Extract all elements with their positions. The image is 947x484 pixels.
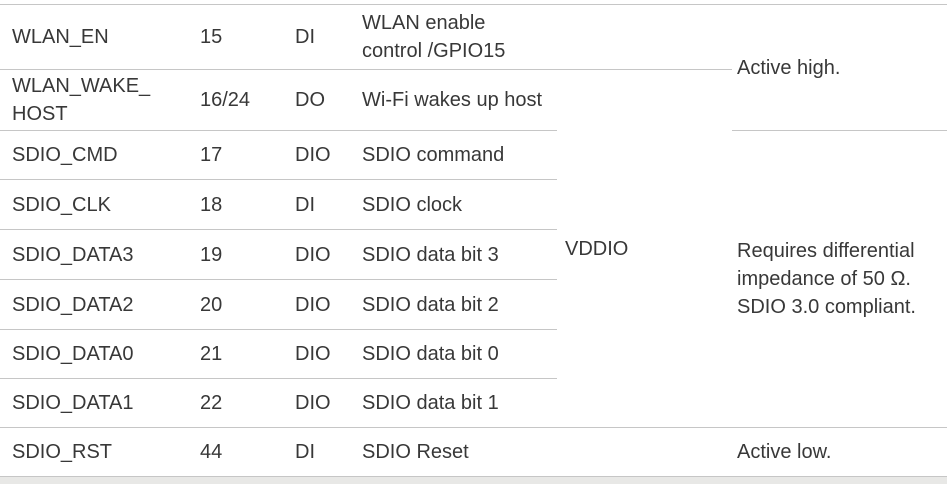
cell-pin-number: 21: [188, 329, 283, 379]
cell-pin-type: DO: [283, 69, 350, 131]
cell-pin-type: DIO: [283, 279, 350, 330]
table-row: WLAN_WAKE_ HOST 16/24 DO Wi-Fi wakes up …: [0, 69, 947, 428]
cell-pin-type: DIO: [283, 329, 350, 379]
cell-comment-sdio-requirements: Requires differential impedance of 50 Ω.…: [732, 130, 947, 428]
cell-description: SDIO clock: [350, 179, 557, 230]
table-row: WLAN_EN 15 DI WLAN enable control /GPIO1…: [0, 4, 947, 131]
cell-pin-type: DI: [283, 179, 350, 230]
cell-pin-type: DI: [283, 4, 350, 70]
cell-signal-name: SDIO_DATA0: [0, 329, 188, 379]
cell-signal-name: SDIO_CLK: [0, 179, 188, 230]
cell-pin-number: 17: [188, 130, 283, 180]
cell-signal-name: SDIO_DATA3: [0, 229, 188, 280]
cell-power-domain-vddio: VDDIO: [557, 69, 732, 428]
table-row: SDIO_CLK 18 DI SDIO clock: [0, 179, 947, 230]
cell-pin-type: DIO: [283, 378, 350, 428]
cell-signal-name: WLAN_WAKE_ HOST: [0, 69, 188, 131]
table-row: SDIO_DATA0 21 DIO SDIO data bit 0: [0, 329, 947, 379]
cell-signal-name: WLAN_EN: [0, 4, 188, 70]
cell-comment-active-high: Active high.: [732, 4, 947, 131]
cell-pin-number: 19: [188, 229, 283, 280]
cell-pin-number: 15: [188, 4, 283, 70]
cell-pin-type: DIO: [283, 229, 350, 280]
table-row: SDIO_CMD 17 DIO SDIO command Requires di…: [0, 130, 947, 428]
cell-signal-name: SDIO_DATA2: [0, 279, 188, 330]
cell-description: SDIO data bit 3: [350, 229, 557, 280]
table-row: SDIO_DATA3 19 DIO SDIO data bit 3: [0, 229, 947, 280]
cell-description: SDIO data bit 0: [350, 329, 557, 379]
pin-description-table: WLAN_EN 15 DI WLAN enable control /GPIO1…: [0, 4, 947, 477]
cell-description: Wi-Fi wakes up host: [350, 69, 557, 131]
table-row: SDIO_RST 44 DI SDIO Reset Active low.: [0, 427, 947, 477]
cell-description: SDIO command: [350, 130, 557, 180]
cell-power-domain-empty: [557, 4, 732, 70]
cell-pin-number: 20: [188, 279, 283, 330]
cell-signal-name: SDIO_RST: [0, 427, 188, 477]
cell-power-domain-empty: [557, 427, 732, 477]
cell-pin-number: 22: [188, 378, 283, 428]
cell-description: SDIO data bit 2: [350, 279, 557, 330]
cell-description: WLAN enable control /GPIO15: [350, 4, 557, 70]
next-row-band: [0, 477, 947, 484]
cell-comment-active-low: Active low.: [732, 427, 947, 477]
cell-pin-type: DI: [283, 427, 350, 477]
table-row: SDIO_DATA1 22 DIO SDIO data bit 1: [0, 378, 947, 428]
table-row: SDIO_DATA2 20 DIO SDIO data bit 2: [0, 279, 947, 330]
cell-pin-number: 44: [188, 427, 283, 477]
cell-description: SDIO data bit 1: [350, 378, 557, 428]
cell-pin-number: 16/24: [188, 69, 283, 131]
cell-description: SDIO Reset: [350, 427, 557, 477]
cell-pin-type: DIO: [283, 130, 350, 180]
cell-pin-number: 18: [188, 179, 283, 230]
cell-signal-name: SDIO_CMD: [0, 130, 188, 180]
cell-signal-name: SDIO_DATA1: [0, 378, 188, 428]
